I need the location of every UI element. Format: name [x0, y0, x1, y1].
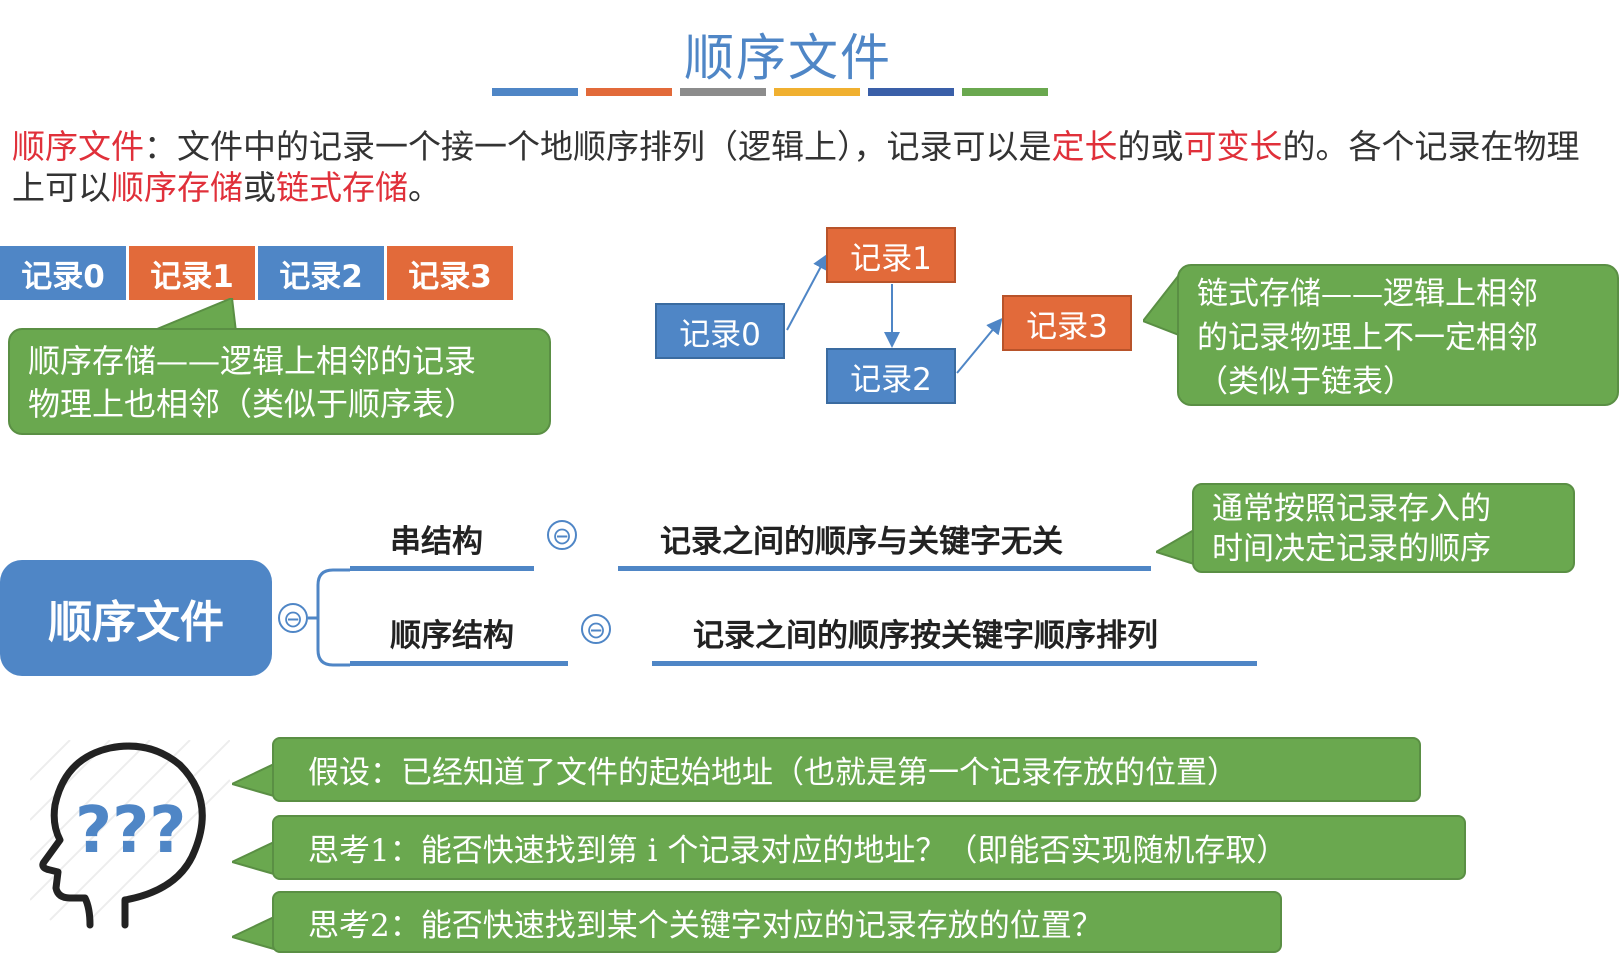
- title-color-bar: [774, 88, 860, 96]
- term-variable-length: 可变长: [1183, 127, 1283, 166]
- question1-bubble: 思考1：能否快速找到第 i 个记录对应的地址？（即能否实现随机存取）: [272, 815, 1466, 880]
- intro-text: 的或: [1117, 127, 1184, 166]
- branch-string-structure[interactable]: 串结构: [390, 524, 483, 560]
- linked-record-1: 记录1: [826, 227, 956, 283]
- branch2-description[interactable]: 记录之间的顺序按关键字顺序排列: [693, 618, 1158, 654]
- thinking-head-icon: ???: [30, 740, 230, 929]
- title-color-bar: [586, 88, 672, 96]
- page-title: 顺序文件: [684, 29, 892, 87]
- chain-storage-callout: 链式存储——逻辑上相邻 的记录物理上不一定相邻 （类似于链表）: [1177, 264, 1619, 406]
- title-color-bar: [680, 88, 766, 96]
- callout-line: （类似于链表）: [1197, 364, 1414, 400]
- intro-text: 的。各个记录在物理上可以: [12, 127, 1580, 207]
- branch-underline: [350, 566, 534, 571]
- callout-pointer: [232, 915, 275, 951]
- callout-line: 链式存储——逻辑上相邻: [1197, 276, 1538, 312]
- linked-record-3: 记录3: [1002, 295, 1132, 351]
- order-note-callout: 通常按照记录存入的 时间决定记录的顺序: [1192, 483, 1575, 573]
- intro-text: 或: [243, 168, 276, 207]
- collapse-root-icon[interactable]: ⊖: [278, 603, 308, 633]
- callout-line: 的记录物理上不一定相邻: [1197, 320, 1538, 356]
- linked-record-2: 记录2: [826, 348, 956, 404]
- question-marks: ???: [75, 794, 186, 868]
- intro-text: 。: [408, 168, 441, 207]
- collapse-branch1-icon[interactable]: ⊖: [547, 520, 577, 550]
- callout-line: 顺序存储——逻辑上相邻的记录: [28, 342, 477, 380]
- linked-record-0: 记录0: [655, 303, 785, 359]
- collapse-branch2-icon[interactable]: ⊖: [581, 614, 611, 644]
- seq-record-1: 记录1: [129, 246, 255, 300]
- term-fixed-length: 定长: [1051, 127, 1118, 166]
- branch-sequential-structure[interactable]: 顺序结构: [390, 618, 514, 654]
- callout-line: 物理上也相邻（类似于顺序表）: [28, 385, 477, 423]
- mindmap-root[interactable]: 顺序文件: [0, 560, 272, 676]
- callout-line: 时间决定记录的顺序: [1212, 531, 1491, 567]
- intro-text: ：文件中的记录一个接一个地顺序排列（逻辑上），记录可以是: [144, 127, 1052, 166]
- term-sequential-file: 顺序文件: [12, 127, 144, 166]
- intro-paragraph: 顺序文件：文件中的记录一个接一个地顺序排列（逻辑上），记录可以是定长的或可变长的…: [12, 126, 1592, 208]
- branch1-description[interactable]: 记录之间的顺序与关键字无关: [660, 524, 1063, 560]
- branch-underline: [350, 661, 568, 666]
- callout-line: 通常按照记录存入的: [1212, 491, 1491, 527]
- term-sequential-storage: 顺序存储: [111, 168, 243, 207]
- assumption-bubble: 假设：已经知道了文件的起始地址（也就是第一个记录存放的位置）: [272, 737, 1421, 802]
- seq-record-0: 记录0: [0, 246, 126, 300]
- callout-pointer: [232, 762, 275, 798]
- seq-record-3: 记录3: [387, 246, 513, 300]
- branch-underline: [618, 566, 1151, 571]
- callout-pointer: [232, 840, 275, 876]
- question2-bubble: 思考2：能否快速找到某个关键字对应的记录存放的位置？: [272, 891, 1282, 953]
- seq-record-2: 记录2: [258, 246, 384, 300]
- branch-underline: [652, 661, 1257, 666]
- callout-pointer: [1156, 530, 1195, 566]
- term-chain-storage: 链式存储: [276, 168, 408, 207]
- title-color-bar: [962, 88, 1048, 96]
- title-color-bar: [868, 88, 954, 96]
- sequential-storage-callout: 顺序存储——逻辑上相邻的记录 物理上也相邻（类似于顺序表）: [8, 328, 551, 435]
- title-color-bar: [492, 88, 578, 96]
